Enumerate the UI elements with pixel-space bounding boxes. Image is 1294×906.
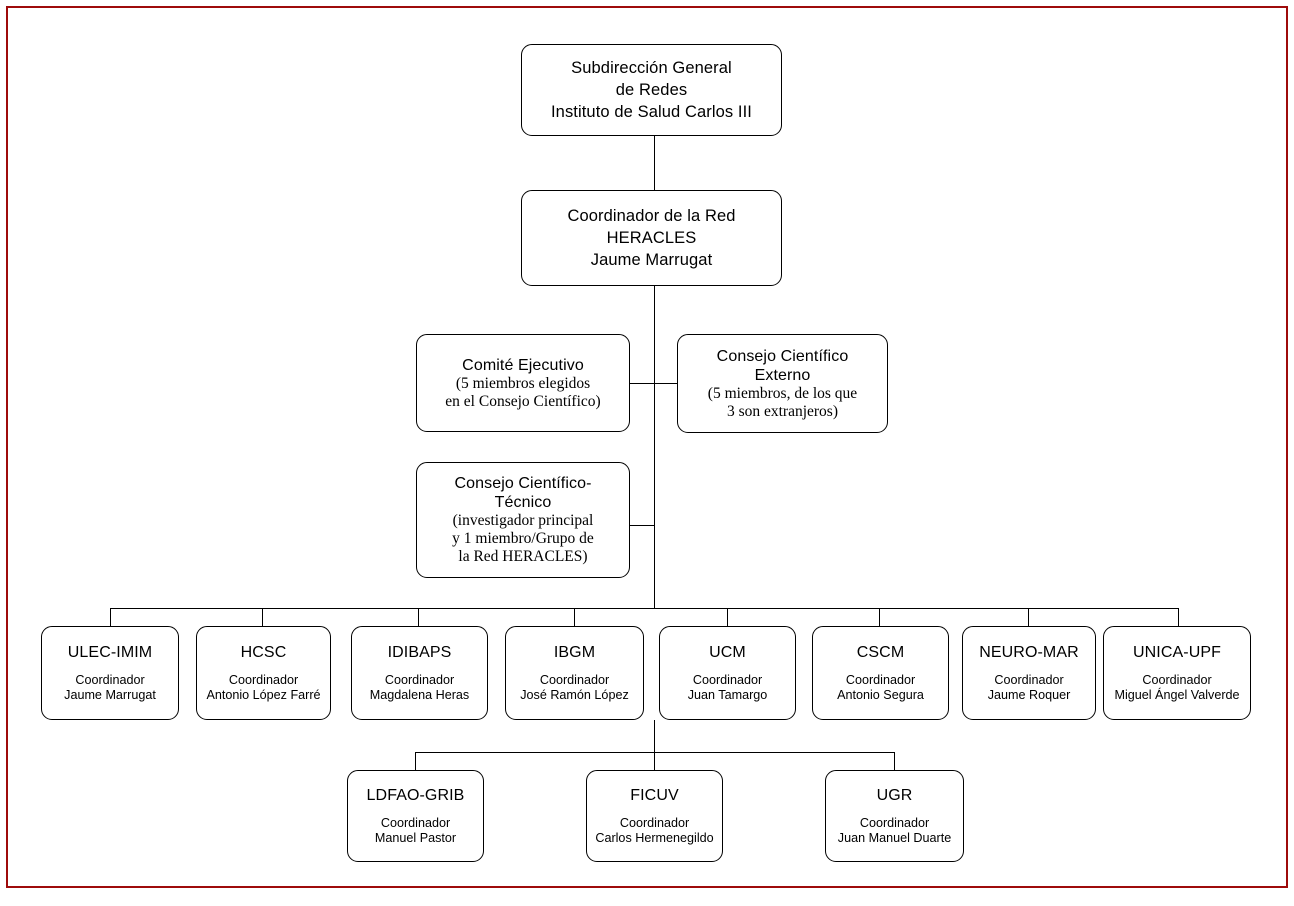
connector-drop-ficuv xyxy=(654,752,655,770)
unit-code: IBGM xyxy=(553,643,596,661)
unit-role: Coordinador xyxy=(380,815,451,830)
node-title: Subdirección General de Redes Instituto … xyxy=(550,59,752,121)
node-consejo-cientifico-tecnico[interactable]: Consejo Científico- Técnico (investigado… xyxy=(416,462,630,578)
connector-drop-ugr xyxy=(894,752,895,770)
node-title: Consejo Científico Externo xyxy=(716,347,849,384)
connector-drop-unica-upf xyxy=(1178,608,1179,626)
unit-role: Coordinador xyxy=(1142,672,1212,687)
connector-trunk-to-comite-ejecutivo xyxy=(630,383,655,384)
unit-person: Carlos Hermenegildo xyxy=(595,831,714,845)
node-unit-ldfao-grib[interactable]: LDFAO-GRIB Coordinador Manuel Pastor xyxy=(347,770,484,862)
node-consejo-cientifico-externo[interactable]: Consejo Científico Externo (5 miembros, … xyxy=(677,334,888,433)
unit-code: UCM xyxy=(709,643,746,661)
unit-code: ULEC-IMIM xyxy=(67,643,153,661)
unit-role: Coordinador xyxy=(845,672,916,687)
node-title: Coordinador de la Red HERACLES Jaume Mar… xyxy=(567,207,736,269)
unit-person: Manuel Pastor xyxy=(374,831,457,845)
node-unit-ulec-imim[interactable]: ULEC-IMIM Coordinador Jaume Marrugat xyxy=(41,626,179,720)
connector-drop-neuro-mar xyxy=(1028,608,1029,626)
unit-role: Coordinador xyxy=(228,672,299,687)
connector-drop-ulec-imim xyxy=(110,608,111,626)
node-detail: (investigador principal y 1 miembro/Grup… xyxy=(452,512,594,565)
connector-drop-cscm xyxy=(879,608,880,626)
unit-code: NEURO-MAR xyxy=(979,643,1079,661)
unit-code: IDIBAPS xyxy=(387,643,452,661)
connector-drop-hcsc xyxy=(262,608,263,626)
unit-role: Coordinador xyxy=(539,672,610,687)
connector-trunk-to-consejo-externo xyxy=(654,383,678,384)
unit-person: Antonio Segura xyxy=(837,688,924,702)
connector-drop-ibgm xyxy=(574,608,575,626)
unit-role: Coordinador xyxy=(75,672,145,687)
node-title: Comité Ejecutivo xyxy=(462,356,584,374)
connector-units-row2-bus xyxy=(415,752,895,753)
node-unit-ucm[interactable]: UCM Coordinador Juan Tamargo xyxy=(659,626,796,720)
node-unit-hcsc[interactable]: HCSC Coordinador Antonio López Farré xyxy=(196,626,331,720)
unit-role: Coordinador xyxy=(994,672,1064,687)
unit-person: Magdalena Heras xyxy=(369,688,470,702)
node-unit-idibaps[interactable]: IDIBAPS Coordinador Magdalena Heras xyxy=(351,626,488,720)
unit-person: Juan Manuel Duarte xyxy=(837,831,952,845)
node-unit-neuro-mar[interactable]: NEURO-MAR Coordinador Jaume Roquer xyxy=(962,626,1096,720)
unit-code: LDFAO-GRIB xyxy=(366,786,465,804)
unit-person: José Ramón López xyxy=(520,688,629,702)
unit-code: UGR xyxy=(876,786,913,804)
node-subdireccion-general-de-redes[interactable]: Subdirección General de Redes Instituto … xyxy=(521,44,782,136)
unit-code: HCSC xyxy=(240,643,287,661)
node-title: Consejo Científico- Técnico xyxy=(454,475,592,511)
node-detail: (5 miembros, de los que 3 son extranjero… xyxy=(707,384,858,420)
node-unit-ugr[interactable]: UGR Coordinador Juan Manuel Duarte xyxy=(825,770,964,862)
unit-role: Coordinador xyxy=(619,815,690,830)
connector-trunk-to-units-row2 xyxy=(654,720,655,753)
node-unit-unica-upf[interactable]: UNICA-UPF Coordinador Miguel Ángel Valve… xyxy=(1103,626,1251,720)
node-unit-cscm[interactable]: CSCM Coordinador Antonio Segura xyxy=(812,626,949,720)
node-unit-ibgm[interactable]: IBGM Coordinador José Ramón López xyxy=(505,626,644,720)
unit-person: Antonio López Farré xyxy=(206,688,321,702)
node-detail: (5 miembros elegidos en el Consejo Cient… xyxy=(445,374,601,410)
connector-drop-ucm xyxy=(727,608,728,626)
unit-role: Coordinador xyxy=(384,672,455,687)
connector-trunk-to-consejo-tecnico xyxy=(630,525,655,526)
connector-root-to-coordinator xyxy=(654,136,655,190)
connector-units-row1-bus xyxy=(110,608,1178,609)
unit-code: UNICA-UPF xyxy=(1132,643,1221,661)
unit-person: Jaume Marrugat xyxy=(64,688,156,702)
connector-drop-ldfao-grib xyxy=(415,752,416,770)
unit-code: CSCM xyxy=(856,643,905,661)
connector-main-trunk xyxy=(654,286,655,609)
node-unit-ficuv[interactable]: FICUV Coordinador Carlos Hermenegildo xyxy=(586,770,723,862)
page-border-frame xyxy=(6,6,1288,888)
unit-person: Jaume Roquer xyxy=(987,688,1071,702)
unit-person: Miguel Ángel Valverde xyxy=(1114,688,1240,702)
unit-code: FICUV xyxy=(630,786,679,804)
node-coordinador-de-la-red[interactable]: Coordinador de la Red HERACLES Jaume Mar… xyxy=(521,190,782,286)
connector-drop-idibaps xyxy=(418,608,419,626)
unit-role: Coordinador xyxy=(859,815,930,830)
unit-role: Coordinador xyxy=(692,672,763,687)
unit-person: Juan Tamargo xyxy=(687,688,768,702)
node-comite-ejecutivo[interactable]: Comité Ejecutivo (5 miembros elegidos en… xyxy=(416,334,630,432)
